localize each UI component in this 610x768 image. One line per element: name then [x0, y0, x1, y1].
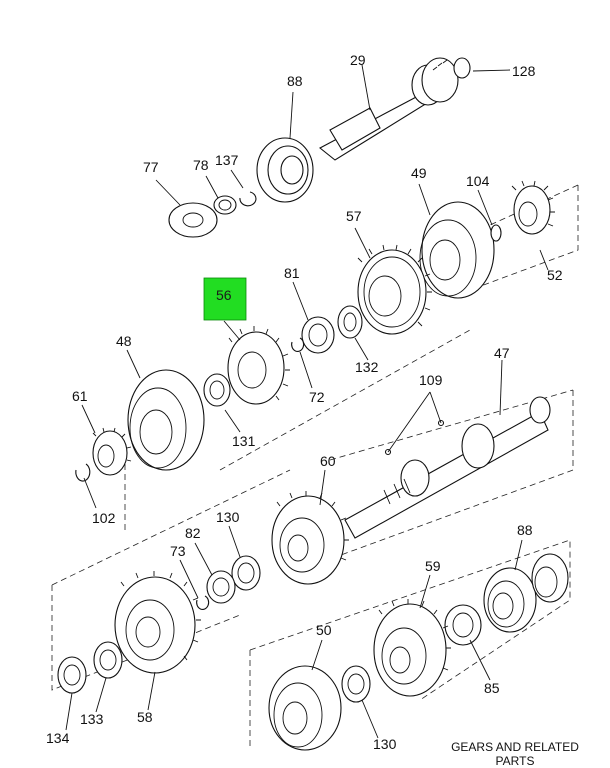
gear-49: [419, 201, 495, 299]
bearing-88-lower: [483, 553, 569, 633]
washer-77: [168, 202, 218, 238]
washer-81: [301, 316, 335, 354]
gear-58: [114, 571, 201, 674]
callout-labels: 29 88 128 77 78 137 49 104 57 52 81 56 4…: [46, 52, 563, 752]
callout-47: 47: [494, 345, 510, 361]
callout-128: 128: [512, 63, 536, 79]
callout-73: 73: [170, 543, 186, 559]
callout-61: 61: [72, 388, 88, 404]
callout-130-upper: 130: [216, 509, 240, 525]
callout-88-top: 88: [287, 73, 303, 89]
callout-48: 48: [116, 333, 132, 349]
needle-bearing-133: [93, 641, 123, 679]
callout-57: 57: [346, 208, 362, 224]
callout-109: 109: [419, 372, 443, 388]
callout-137: 137: [215, 152, 239, 168]
callout-72: 72: [309, 389, 325, 405]
callout-49: 49: [411, 165, 427, 181]
highlight-box-56: [203, 277, 247, 321]
callout-58: 58: [137, 709, 153, 725]
callout-50: 50: [316, 622, 332, 638]
gear-61: [92, 427, 132, 476]
callout-56: 56: [216, 287, 232, 303]
snap-ring-72: [291, 337, 305, 352]
callout-77: 77: [143, 159, 159, 175]
gear-52: [511, 180, 555, 235]
needle-bearing-130-lower: [341, 665, 371, 703]
diagram-caption: GEARS AND RELATED PARTS: [451, 740, 579, 768]
ring-78: [213, 195, 237, 215]
snap-ring-73: [196, 595, 210, 610]
callout-78: 78: [193, 157, 209, 173]
washer-82: [206, 570, 236, 604]
callout-102: 102: [92, 510, 116, 526]
callout-59: 59: [425, 558, 441, 574]
bearing-88-top: [256, 137, 314, 203]
gear-48: [127, 369, 205, 471]
callout-29: 29: [350, 52, 366, 68]
callout-134: 134: [46, 730, 70, 746]
callout-133: 133: [80, 711, 104, 727]
snap-ring-102: [75, 463, 91, 482]
countershaft-47: [344, 396, 551, 539]
pins-109: [384, 419, 445, 456]
plate-85: [444, 604, 482, 646]
callout-88-lower: 88: [517, 522, 533, 538]
callout-130-lower: 130: [373, 736, 397, 752]
gear-59: [373, 599, 451, 697]
callout-82: 82: [185, 525, 201, 541]
snap-ring-137: [239, 191, 257, 207]
callout-104: 104: [466, 173, 490, 189]
gear-50: [268, 665, 342, 751]
ring-104: [490, 224, 502, 242]
gear-56: [227, 326, 290, 405]
leader-lines: [65, 64, 549, 739]
needle-bearing-134: [57, 656, 87, 694]
callout-131: 131: [232, 433, 256, 449]
needle-bearing-131: [203, 373, 231, 407]
callout-85: 85: [484, 680, 500, 696]
callout-132: 132: [355, 359, 379, 375]
gear-57: [357, 244, 432, 335]
gear-60: [271, 491, 349, 585]
group-frames: [51, 184, 579, 750]
callout-60: 60: [320, 453, 336, 469]
mainshaft-29: [319, 57, 471, 161]
needle-bearing-130-upper: [231, 555, 261, 591]
callout-52: 52: [547, 267, 563, 283]
callout-81: 81: [284, 265, 300, 281]
needle-bearing-132: [337, 305, 363, 339]
